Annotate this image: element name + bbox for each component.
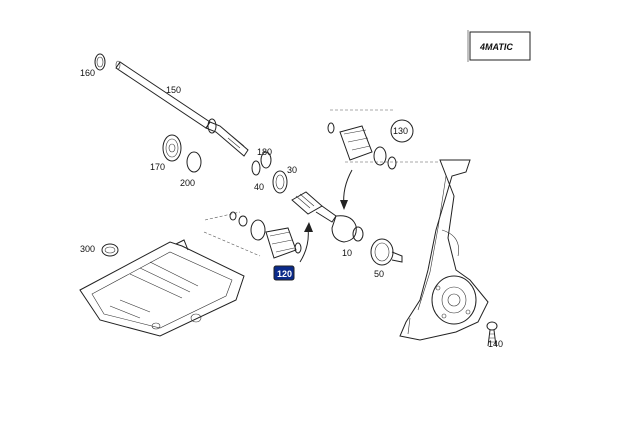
badge-4matic: 4MATIC — [467, 30, 531, 62]
label-30[interactable]: 30 — [287, 165, 297, 175]
label-140[interactable]: 140 — [488, 339, 503, 349]
part-140-bolt[interactable] — [486, 321, 498, 347]
label-200[interactable]: 200 — [180, 178, 195, 188]
part-30-clamp[interactable] — [272, 170, 288, 194]
label-160[interactable]: 160 — [80, 68, 95, 78]
part-180-ring[interactable] — [260, 151, 272, 169]
part-10-drive-shaft[interactable] — [291, 191, 364, 243]
arrow-inner — [299, 222, 313, 263]
oil-pan-housing — [79, 239, 245, 337]
arrow-outer — [340, 169, 353, 210]
part-130-boot-kit[interactable] — [327, 109, 440, 170]
part-170-bearing[interactable] — [162, 134, 182, 162]
part-120-boot-kit[interactable] — [203, 211, 302, 259]
part-200-snap-ring[interactable] — [186, 151, 202, 173]
label-150[interactable]: 150 — [166, 85, 181, 95]
label-50[interactable]: 50 — [374, 269, 384, 279]
steering-knuckle — [399, 159, 489, 341]
part-50-cv-joint[interactable] — [370, 238, 403, 266]
label-120[interactable]: 120 — [277, 269, 292, 279]
label-300[interactable]: 300 — [80, 244, 95, 254]
label-40[interactable]: 40 — [254, 182, 264, 192]
label-170[interactable]: 170 — [150, 162, 165, 172]
label-180[interactable]: 180 — [257, 147, 272, 157]
part-300-ring[interactable] — [101, 243, 119, 257]
part-160-circlip[interactable] — [94, 53, 106, 71]
part-150-shaft[interactable] — [115, 60, 249, 157]
label-10[interactable]: 10 — [342, 248, 352, 258]
callout-120-highlight[interactable]: 120 — [273, 265, 295, 281]
label-130[interactable]: 130 — [393, 126, 408, 136]
part-40-ring[interactable] — [251, 160, 261, 176]
badge-text: 4MATIC — [479, 42, 513, 52]
